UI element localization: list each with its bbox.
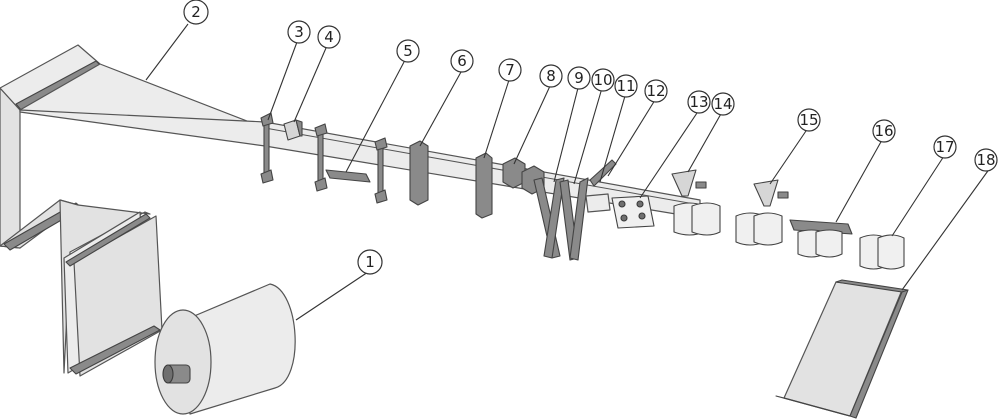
cutter-station-12 [585, 193, 611, 213]
callout-2: 2 [183, 0, 209, 25]
callout-label-6: 6 [457, 52, 467, 70]
callout-13: 13 [687, 90, 711, 114]
callout-label-10: 10 [593, 71, 612, 89]
callout-label-12: 12 [646, 82, 665, 100]
funnel-station-14 [671, 169, 721, 236]
callout-label-18: 18 [976, 151, 995, 169]
callout-8: 8 [539, 64, 563, 88]
callout-label-16: 16 [874, 122, 893, 140]
callout-5: 5 [396, 39, 420, 63]
cutter-station-10 [559, 177, 589, 261]
sensor-station-4 [283, 119, 303, 141]
callout-label-14: 14 [713, 95, 732, 113]
callout-3: 3 [287, 20, 311, 44]
funnel-station-15 [735, 179, 789, 246]
callout-16: 16 [872, 119, 896, 143]
sealer-station-16 [789, 219, 853, 258]
callout-label-15: 15 [799, 111, 818, 129]
folded-web [0, 44, 266, 377]
film-roll [154, 283, 296, 415]
cutter-station-9 [533, 177, 565, 259]
callout-14: 14 [711, 92, 735, 116]
callout-9: 9 [567, 66, 591, 90]
roller-station-7 [475, 152, 493, 219]
callout-11: 11 [614, 74, 638, 98]
callout-label-3: 3 [294, 23, 304, 41]
callout-label-9: 9 [574, 69, 584, 87]
callout-label-13: 13 [689, 93, 708, 111]
callout-label-7: 7 [505, 61, 515, 79]
callout-10: 10 [591, 68, 615, 92]
callout-17: 17 [933, 135, 957, 159]
callout-label-4: 4 [324, 28, 334, 46]
chute-18 [775, 279, 909, 419]
callout-15: 15 [797, 108, 821, 132]
guide-right-5 [374, 137, 388, 204]
callout-1: 1 [357, 249, 383, 275]
roller-station-6 [409, 140, 429, 206]
guide-station-3 [260, 112, 274, 184]
sealing-bar-5 [325, 169, 371, 183]
callout-label-11: 11 [616, 77, 635, 95]
callout-label-2: 2 [191, 3, 201, 21]
callout-18: 18 [974, 148, 998, 172]
callout-12: 12 [644, 79, 668, 103]
callout-label-5: 5 [403, 42, 413, 60]
callout-label-1: 1 [365, 253, 375, 271]
cups-station-17 [859, 234, 905, 270]
callout-6: 6 [450, 49, 474, 73]
callout-label-8: 8 [546, 67, 556, 85]
callout-4: 4 [317, 25, 341, 49]
peg-plate-13 [611, 195, 655, 229]
leader-lines [145, 23, 991, 321]
callout-label-17: 17 [935, 138, 954, 156]
guide-left-5 [314, 123, 328, 192]
callout-7: 7 [498, 58, 522, 82]
